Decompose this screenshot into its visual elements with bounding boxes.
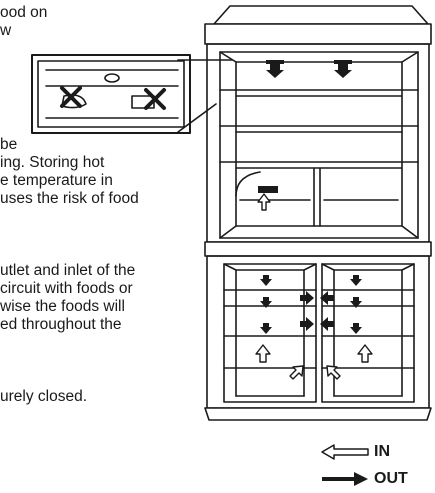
lower-compartment <box>206 255 430 409</box>
cabinet-top <box>204 5 432 45</box>
legend-out-label: OUT <box>374 470 408 487</box>
cabinet-middle-band <box>204 241 432 257</box>
instruction-text-line: e temperature in <box>0 172 113 189</box>
cold-air-out-arrow-icon <box>260 60 362 334</box>
instruction-text-line: be <box>0 136 18 153</box>
instruction-text-line: ed throughout the <box>0 316 122 333</box>
legend-in: IN <box>320 443 390 461</box>
legend-out: OUT <box>320 470 408 488</box>
in-arrow-icon <box>321 444 369 460</box>
instruction-text-line: wise the foods will <box>0 298 125 315</box>
instruction-text-line: circuit with foods or <box>0 280 133 297</box>
blocked-vent-cross-icon <box>60 86 166 110</box>
instruction-text-line: urely closed. <box>0 388 88 405</box>
return-air-in-arrow-icon <box>255 193 373 380</box>
vent-detail-inset <box>31 54 233 134</box>
instruction-text-line: ing. Storing hot <box>0 154 105 171</box>
upper-compartment <box>206 43 430 243</box>
instruction-text-line: ood on <box>0 4 48 21</box>
cabinet-base <box>204 407 432 421</box>
out-arrow-icon <box>322 472 368 486</box>
instruction-text-line: utlet and inlet of the <box>0 262 136 279</box>
instruction-text-line: uses the risk of food <box>0 190 139 207</box>
legend-in-label: IN <box>374 443 390 460</box>
instruction-text-line: w <box>0 22 12 39</box>
